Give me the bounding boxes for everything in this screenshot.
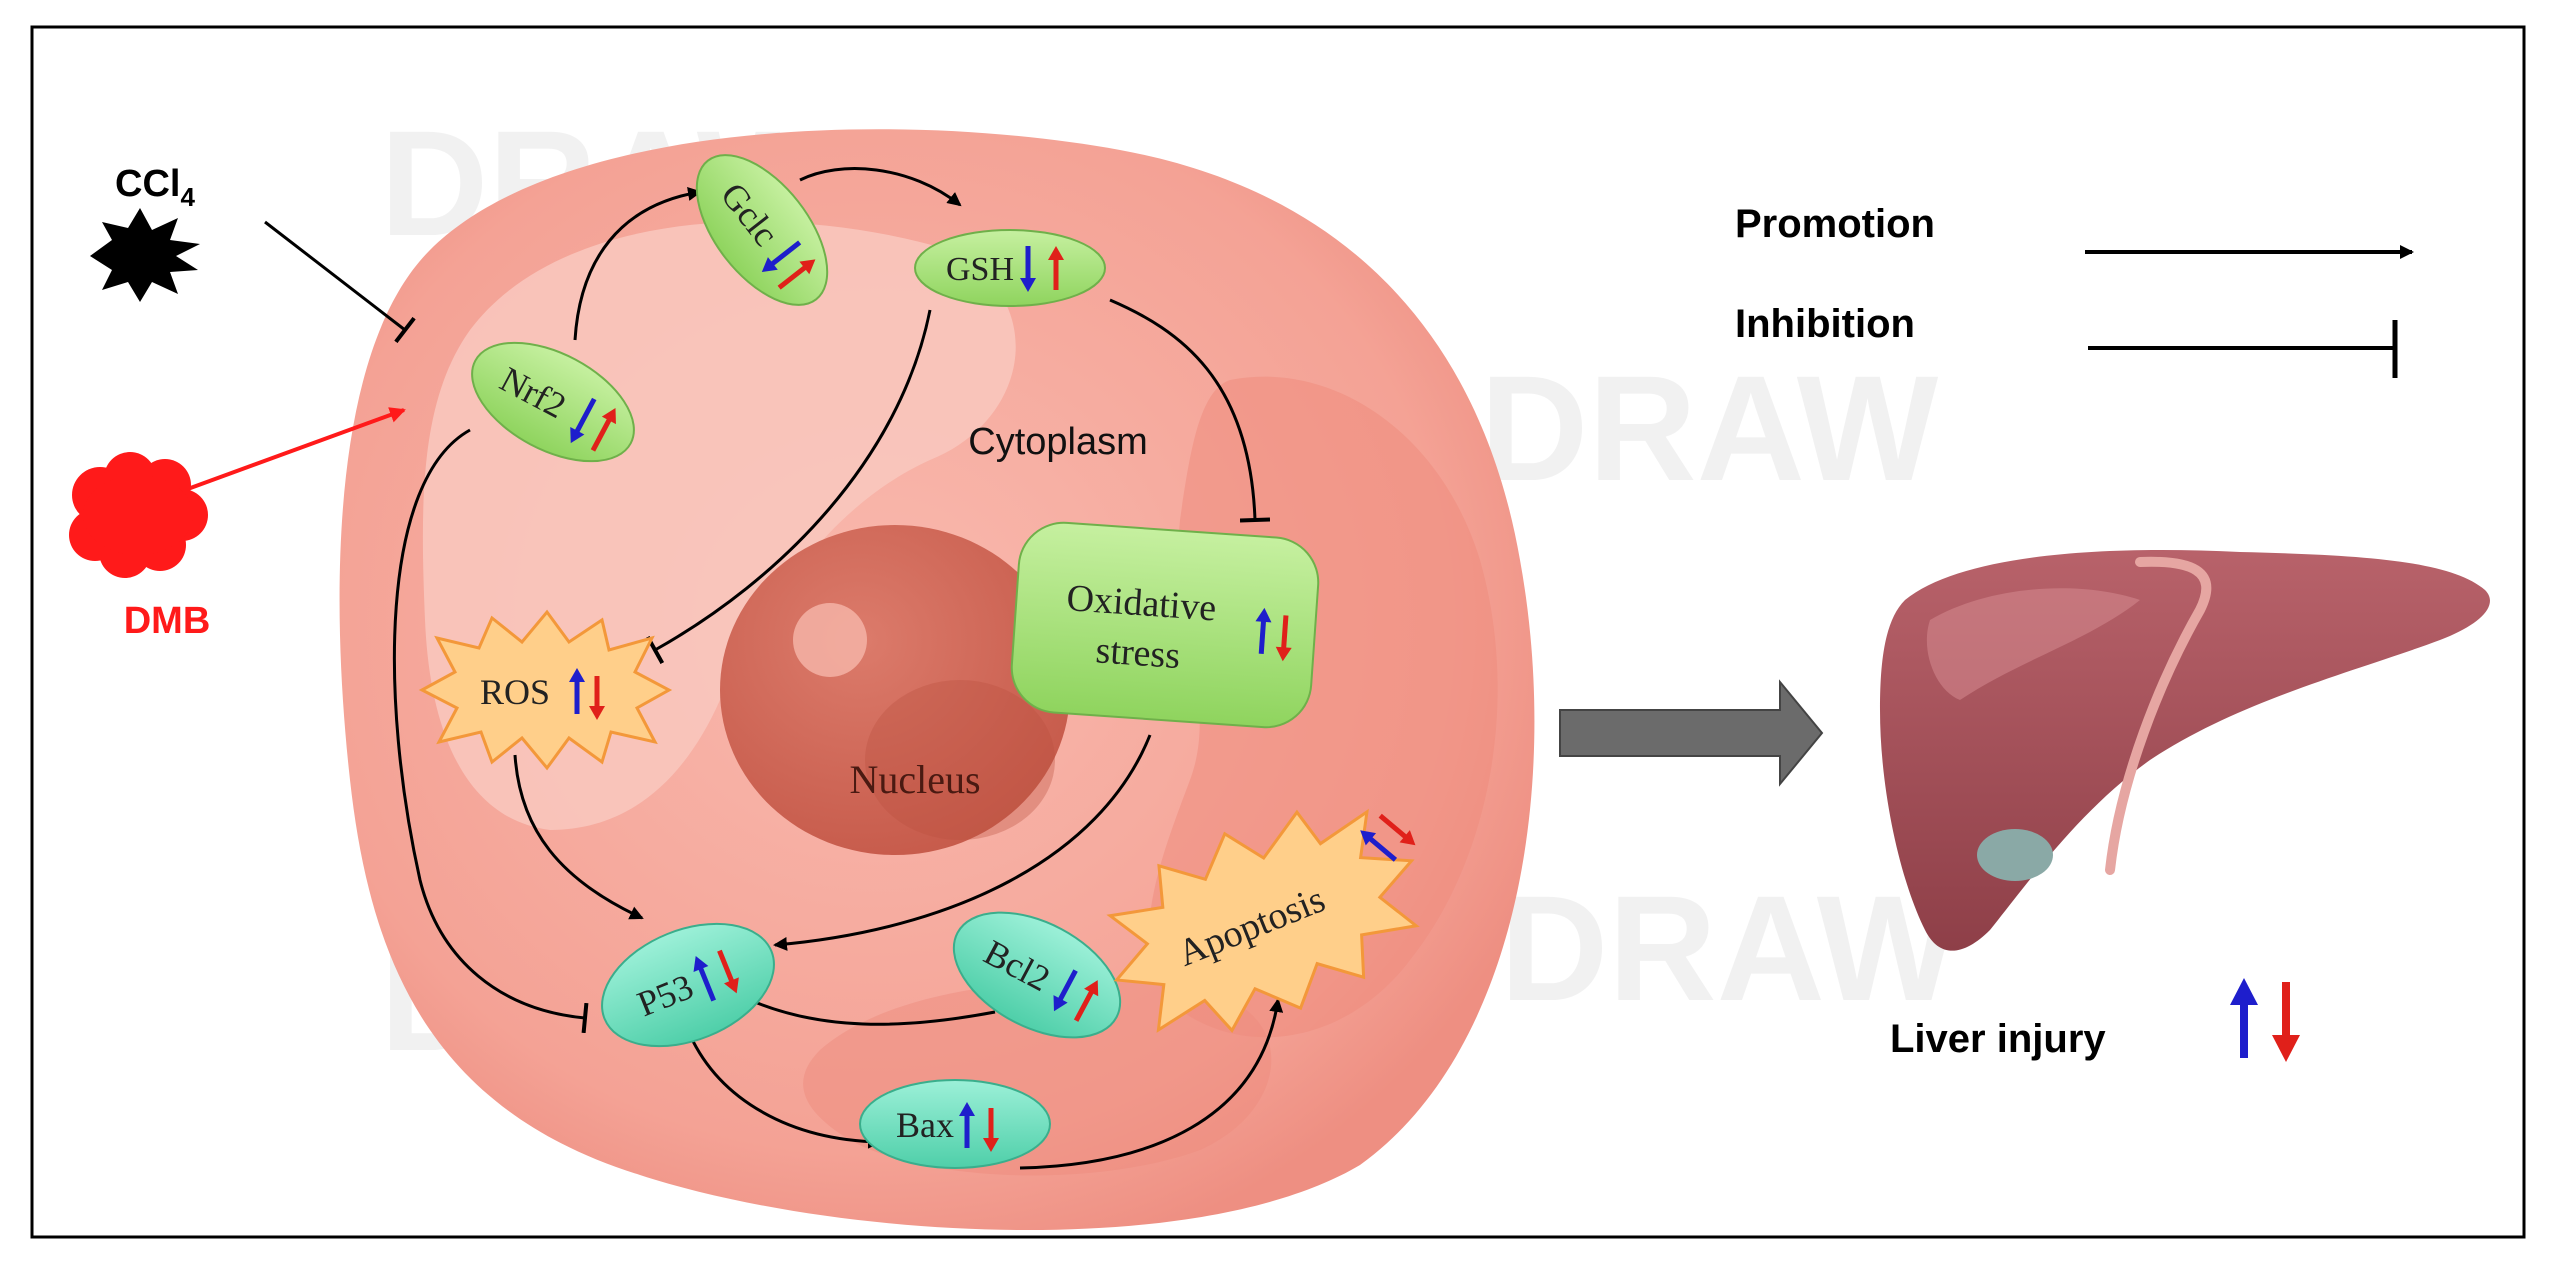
- liver-ligament: [2105, 556, 2212, 875]
- down-arrow-icon-head: [2272, 1035, 2300, 1062]
- node-nrf2: Nrf2: [471, 341, 635, 463]
- liver-injury-label: Liver injury: [1890, 1017, 2106, 1061]
- up-arrow-icon-head: [959, 1102, 975, 1116]
- oxidative-stress-shape: [1010, 521, 1320, 729]
- apoptosis-shape: [1106, 808, 1420, 1033]
- gclc-to-gsh: [799, 167, 962, 207]
- down-arrow-icon-head: [983, 1138, 999, 1152]
- down-arrow-icon-head: [1275, 646, 1292, 662]
- gsh-inhibits-ros: [645, 309, 932, 665]
- down-arrow-icon-head: [1399, 830, 1416, 846]
- up-arrow-icon-head: [693, 956, 709, 972]
- nrf2-shape: [471, 341, 635, 463]
- p53-to-bax: [688, 1034, 882, 1149]
- bax-label: Bax: [896, 1105, 954, 1145]
- apoptosis-up-down-arrows: [1360, 813, 1416, 862]
- gclc-shape: [695, 154, 829, 306]
- node-oxidative-stress: Oxidative stress: [1010, 521, 1320, 729]
- up-arrow-icon-head: [601, 408, 616, 425]
- watermark-text: DRAW: [1480, 344, 1939, 512]
- legend-promotion-label: Promotion: [1735, 202, 1935, 246]
- pathway-edges: [184, 167, 1284, 1170]
- down-arrow-icon-head: [589, 706, 605, 720]
- up-arrow-icon-head: [1255, 607, 1272, 623]
- gallbladder: [1977, 829, 2053, 881]
- ccl4-label: CCl4: [115, 163, 195, 212]
- watermark-text: DRAW: [1500, 864, 1959, 1032]
- node-ros: ROS: [418, 609, 673, 771]
- ros-to-p53: [513, 754, 644, 920]
- node-bcl2: Bcl2: [952, 911, 1122, 1039]
- dmb-label: DMB: [124, 600, 211, 642]
- gsh-label: GSH: [946, 251, 1014, 288]
- bax-to-apoptosis: [1019, 998, 1284, 1170]
- nrf2-down-up-arrows: [570, 397, 616, 452]
- dmb-promotes-nrf2: [184, 407, 406, 492]
- input-ccl4: CCl4: [90, 163, 200, 302]
- down-arrow-icon-head: [1053, 995, 1068, 1012]
- liver-icon: [1880, 549, 2490, 951]
- dmb-cloud-icon: [69, 452, 208, 578]
- nucleus: [720, 525, 1070, 855]
- node-gsh: GSH: [914, 229, 1106, 307]
- nrf2-to-gclc: [573, 187, 702, 341]
- nrf2-inhibits-p53: [392, 428, 589, 1034]
- p53-inhibits-bcl2: [749, 998, 996, 1026]
- node-p53: P53: [601, 922, 775, 1048]
- p53-shape: [601, 922, 775, 1048]
- gclc-down-up-arrows: [761, 240, 816, 290]
- oxidative-stress-line1: Oxidative: [1065, 577, 1217, 629]
- up-arrow-icon-head: [1048, 246, 1064, 260]
- input-dmb: DMB: [69, 452, 210, 642]
- down-arrow-icon-head: [570, 427, 585, 444]
- liver-lobe-highlight: [1926, 588, 2140, 700]
- big-right-arrow-icon: [1559, 679, 1824, 787]
- cytoplasm-label: Cytoplasm: [968, 421, 1148, 463]
- nucleus-label: Nucleus: [849, 757, 980, 802]
- ccl4-label-subscript: 4: [180, 182, 195, 212]
- ros-label: ROS: [480, 672, 550, 712]
- down-arrow-icon-head: [761, 257, 778, 273]
- ccl4-label-main: CCl: [115, 163, 180, 205]
- ccl4-splat-icon: [90, 208, 200, 302]
- ccl4-inhibits-nrf2: [264, 220, 416, 344]
- bcl2-shape: [952, 911, 1122, 1039]
- legend: Promotion Inhibition: [1735, 202, 2414, 378]
- up-arrow-icon-head: [1360, 830, 1377, 846]
- oxidative-stress-line2: stress: [1094, 629, 1181, 677]
- node-gclc: Gclc: [695, 154, 829, 306]
- up-arrow-icon-head: [1084, 980, 1099, 997]
- up-arrow-icon-head: [799, 259, 816, 275]
- gsh-inhibits-oxidative-stress: [1109, 298, 1271, 523]
- ros-shape: [418, 609, 673, 771]
- outcome-liver-injury: Liver injury: [1890, 978, 2300, 1062]
- nucleus-shading: [865, 680, 1055, 840]
- bax-shape: [859, 1079, 1051, 1169]
- oxidative-stress-to-p53: [773, 734, 1152, 951]
- up-arrow-icon-head: [2230, 978, 2258, 1005]
- legend-inhibition-label: Inhibition: [1735, 302, 1915, 346]
- up-arrow-icon-head: [569, 668, 585, 682]
- node-apoptosis: Apoptosis: [1106, 808, 1420, 1033]
- down-arrow-icon-head: [1020, 278, 1036, 292]
- nucleolus-highlight: [793, 603, 867, 677]
- node-bax: Bax: [859, 1079, 1051, 1169]
- down-arrow-icon-head: [724, 977, 739, 994]
